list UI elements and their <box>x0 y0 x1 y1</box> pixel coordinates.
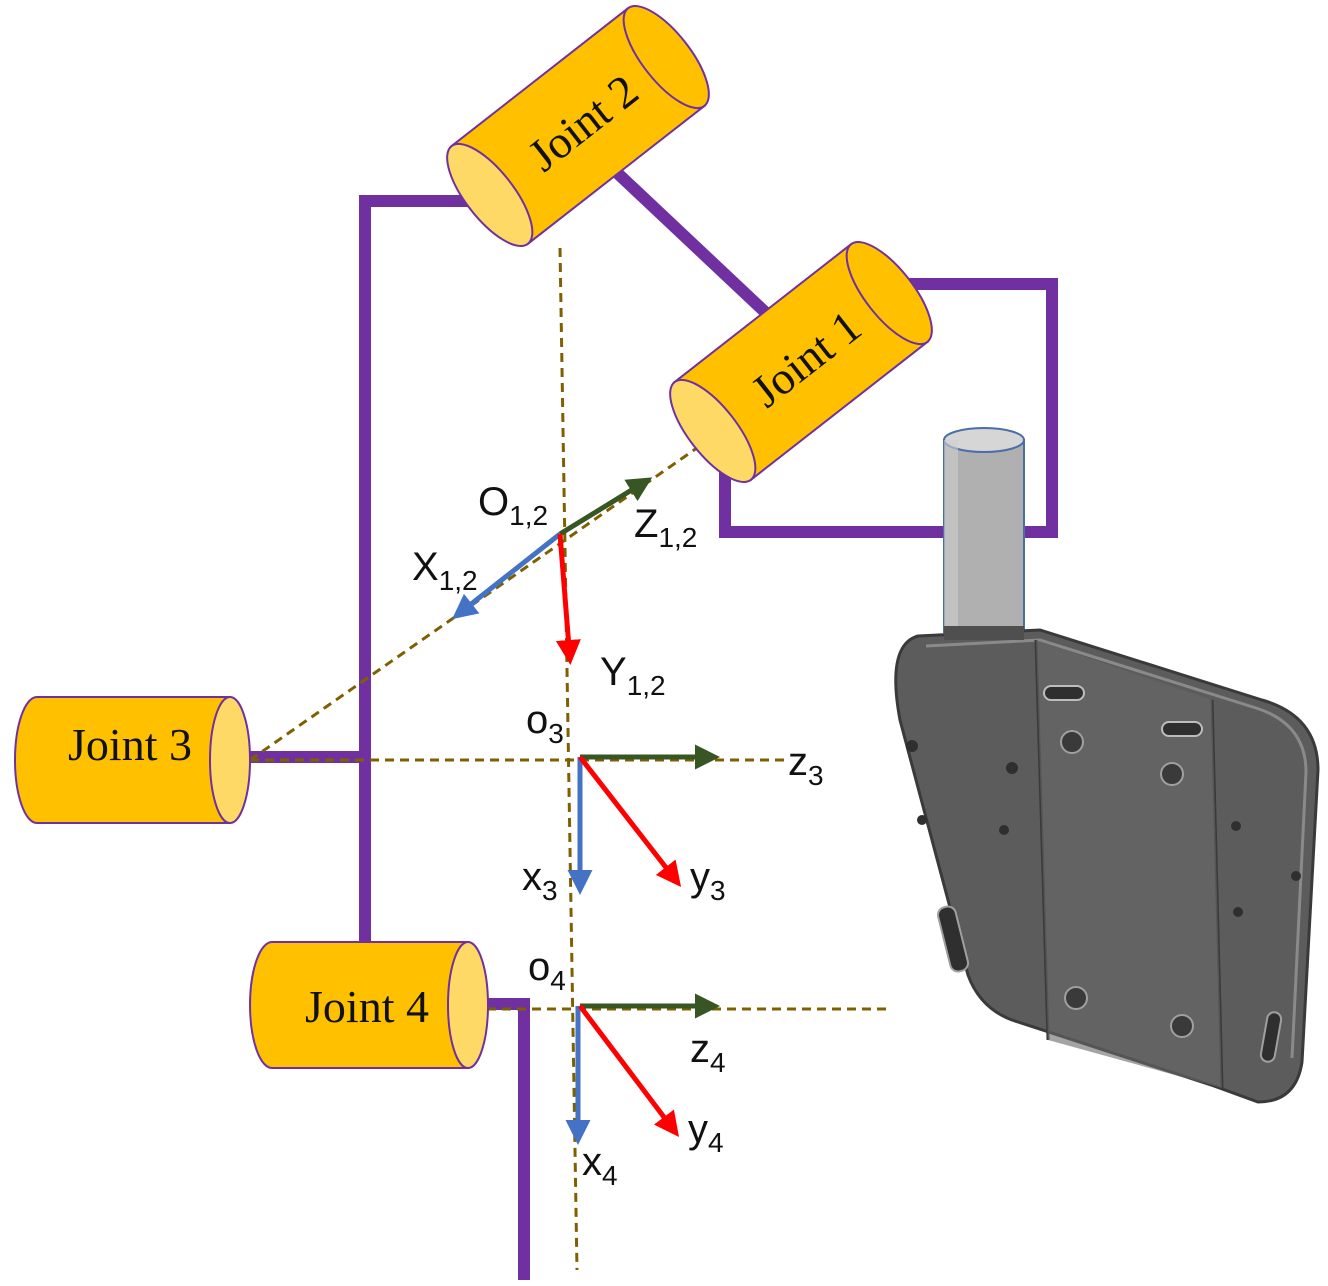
joint1-axis-dashed <box>249 418 738 762</box>
link-joint2-to-joint1 <box>607 163 770 317</box>
joint-4: Joint 4 <box>249 941 489 1069</box>
origin-3-label: o3 <box>526 698 564 749</box>
origin-4-label: o4 <box>528 945 566 996</box>
y4-arrow <box>578 1004 680 1137</box>
y3-arrow <box>578 755 682 887</box>
x4-label: x4 <box>582 1140 618 1191</box>
y3-label: y3 <box>690 855 726 906</box>
joint-3: Joint 3 <box>14 696 251 824</box>
y4-label: y4 <box>688 1107 724 1158</box>
frame-1-2 <box>452 477 653 665</box>
mounting-post <box>943 427 1025 633</box>
y12-arrow <box>555 533 581 665</box>
x3-label: x3 <box>522 855 558 906</box>
joint-4-label: Joint 4 <box>305 981 429 1032</box>
z3-label: z3 <box>788 740 824 791</box>
link-joint4-output <box>487 998 530 1280</box>
joint-3-label: Joint 3 <box>68 719 192 770</box>
joint-2: Joint 2 <box>446 5 710 247</box>
joint-4-end-face <box>447 941 489 1069</box>
y12-label: Y1,2 <box>600 650 666 701</box>
z4-label: z4 <box>690 1027 726 1078</box>
z12-arrow <box>558 477 653 537</box>
frame-3 <box>567 744 720 895</box>
x12-label: X1,2 <box>412 545 478 596</box>
joint-1-end-face <box>669 378 757 483</box>
link-joint2-to-joint4 <box>359 195 490 945</box>
frame-4 <box>565 993 720 1145</box>
x12-arrow <box>452 532 562 620</box>
axis-labels: O1,2 Z1,2 X1,2 Y1,2 o3 z3 x3 y3 o4 z4 y4… <box>412 480 824 1191</box>
joint-2-end-face <box>446 142 534 247</box>
joint-3-end-face <box>209 696 251 824</box>
joint-1: Joint 1 <box>669 241 933 483</box>
origin-1-2-label: O1,2 <box>478 480 548 531</box>
link-joint1-to-post <box>719 278 1058 538</box>
links <box>248 163 1058 1280</box>
back-plate-device-icon <box>894 626 1320 1104</box>
z12-label: Z1,2 <box>634 502 697 553</box>
